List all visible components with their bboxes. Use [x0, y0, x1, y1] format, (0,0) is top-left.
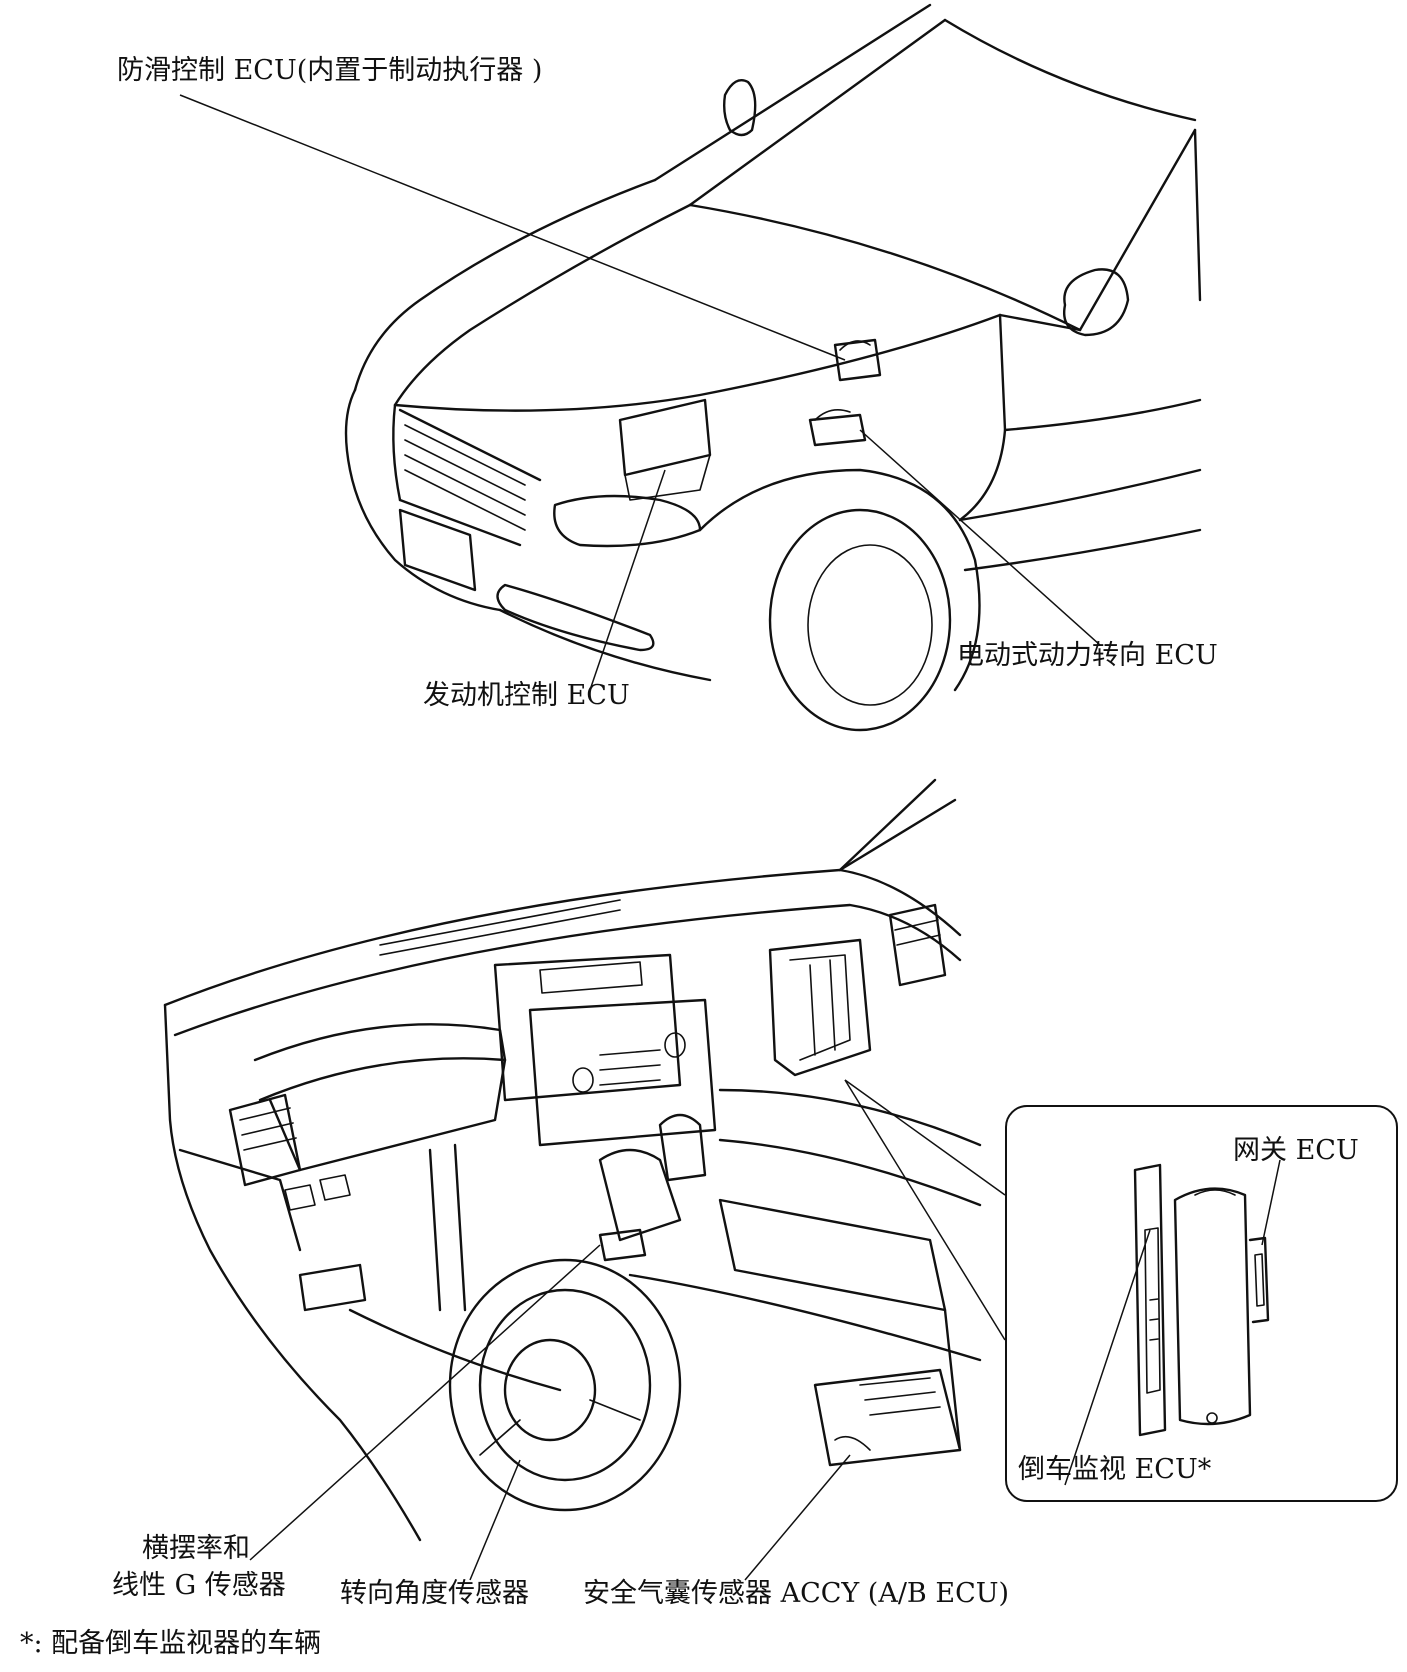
- label-backup-monitor-ecu: 倒车监视 ECU*: [1018, 1454, 1212, 1485]
- label-gateway-ecu: 网关 ECU: [1233, 1135, 1359, 1166]
- label-yaw-rate-line1: 横摆率和: [142, 1533, 250, 1564]
- footnote: *: 配备倒车监视器的车辆: [20, 1628, 322, 1659]
- label-yaw-rate-line2: 线性 G 传感器: [112, 1570, 286, 1601]
- label-steering-angle-sensor: 转向角度传感器: [340, 1578, 529, 1609]
- label-engine-ecu: 发动机控制 ECU: [423, 680, 630, 711]
- label-abs-ecu: 防滑控制 ECU(内置于制动执行器 ): [117, 55, 543, 86]
- label-eps-ecu: 电动式动力转向 ECU: [957, 640, 1218, 671]
- label-airbag-sensor: 安全气囊传感器 ACCY (A/B ECU): [583, 1578, 1010, 1609]
- inset-panel: [1005, 1105, 1398, 1502]
